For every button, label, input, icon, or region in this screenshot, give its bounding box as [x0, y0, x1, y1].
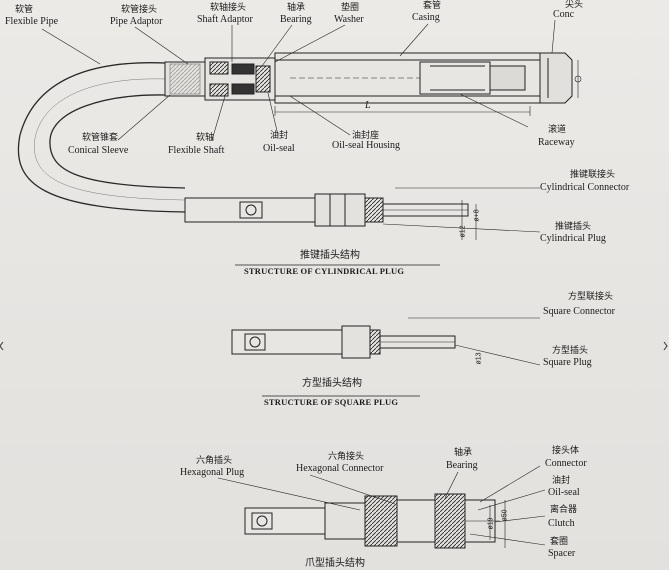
connector-body-label-zh: 接头体 — [552, 446, 580, 456]
flexible-shaft-label-zh: 软轴 — [196, 133, 215, 143]
hexagonal-plug-assembly — [244, 493, 506, 549]
square-title-zh: 方型插头结构 — [302, 378, 362, 389]
square-connector-label: Square Connector — [543, 306, 615, 317]
raceway-label: Raceway — [538, 137, 575, 148]
flexible-pipe-label-zh: 软管 — [15, 5, 34, 15]
pipe-adaptor-label-zh: 软管接头 — [121, 5, 158, 15]
flexible-pipe-label: Flexible Pipe — [5, 16, 59, 27]
cylindrical-connector-label-zh: 推键联接头 — [570, 170, 616, 180]
square-dim-a: ø13 — [475, 352, 483, 365]
hexagonal-bearing-label-zh: 轴承 — [454, 448, 473, 458]
oil-seal-housing-label-zh: 油封座 — [352, 131, 380, 141]
spacer-label: Spacer — [548, 548, 576, 559]
conc-label: Conc — [553, 9, 575, 20]
square-plug-label: Square Plug — [543, 357, 592, 368]
conical-sleeve-label-zh: 软管锥套 — [82, 133, 119, 143]
square-plug-label-zh: 方型插头 — [552, 346, 589, 356]
hexagonal-connector-label-zh: 六角接头 — [328, 452, 365, 462]
hexagonal-oil-seal-label-zh: 油封 — [552, 476, 571, 486]
washer-label: Washer — [334, 14, 364, 25]
cylindrical-title: STRUCTURE OF CYLINDRICAL PLUG — [244, 266, 405, 276]
shaft-adaptor-label: Shaft Adaptor — [197, 14, 253, 25]
flexible-pipe-bend — [17, 62, 186, 213]
flexible-shaft-label: Flexible Shaft — [168, 145, 225, 156]
hexagonal-dim-a: ø19 — [487, 517, 495, 530]
bearing-label-zh: 轴承 — [287, 3, 306, 13]
cylindrical-title-zh: 推键插头结构 — [300, 250, 360, 261]
hexagonal-oil-seal-label: Oil-seal — [548, 487, 580, 498]
oil-seal-label: Oil-seal — [263, 143, 295, 154]
casing-label: Casing — [412, 12, 440, 23]
hexagonal-plug-label: Hexagonal Plug — [180, 467, 245, 478]
hexagonal-dim-b: ø50 — [501, 509, 509, 522]
side-markers — [0, 341, 668, 351]
square-plug-assembly — [231, 317, 541, 397]
bearing-label: Bearing — [280, 14, 312, 25]
cylindrical-dim-b: ø+8 — [473, 209, 481, 222]
shaft-adaptor-label-zh: 软轴接头 — [210, 3, 247, 13]
conc-label-zh: 尖头 — [565, 0, 584, 10]
casing-label-zh: 套管 — [423, 1, 442, 11]
oil-seal-housing-label: Oil-seal Housing — [332, 140, 401, 151]
square-connector-label-zh: 方型联接头 — [568, 292, 614, 302]
cylindrical-plug-assembly — [184, 187, 541, 266]
hexagonal-plug-label-zh: 六角插头 — [196, 456, 233, 466]
top-leaders — [41, 19, 556, 141]
square-title: STRUCTURE OF SQUARE PLUG — [264, 397, 399, 407]
top-assembly — [164, 52, 582, 116]
hexagonal-title-zh: 爪型插头结构 — [305, 558, 365, 569]
cylindrical-plug-label: Cylindrical Plug — [540, 233, 606, 244]
cylindrical-connector-label: Cylindrical Connector — [540, 182, 630, 193]
hexagonal-connector-label: Hexagonal Connector — [296, 463, 384, 474]
clutch-label: Clutch — [548, 518, 575, 529]
connector-body-label: Connector — [545, 458, 587, 469]
washer-label-zh: 垫圈 — [341, 3, 360, 13]
cylindrical-plug-label-zh: 推键插头 — [555, 222, 592, 232]
spacer-label-zh: 套圈 — [550, 537, 569, 547]
raceway-label-zh: 滚道 — [548, 125, 567, 135]
pipe-adaptor-label: Pipe Adaptor — [110, 16, 163, 27]
hexagonal-leaders — [217, 465, 546, 546]
conical-sleeve-label: Conical Sleeve — [68, 145, 129, 156]
length-dimension-label: L — [365, 100, 371, 111]
oil-seal-label-zh: 油封 — [270, 131, 289, 141]
cylindrical-dim-a: ø12 — [459, 225, 467, 238]
clutch-label-zh: 离合器 — [550, 505, 578, 515]
hexagonal-bearing-label: Bearing — [446, 460, 478, 471]
